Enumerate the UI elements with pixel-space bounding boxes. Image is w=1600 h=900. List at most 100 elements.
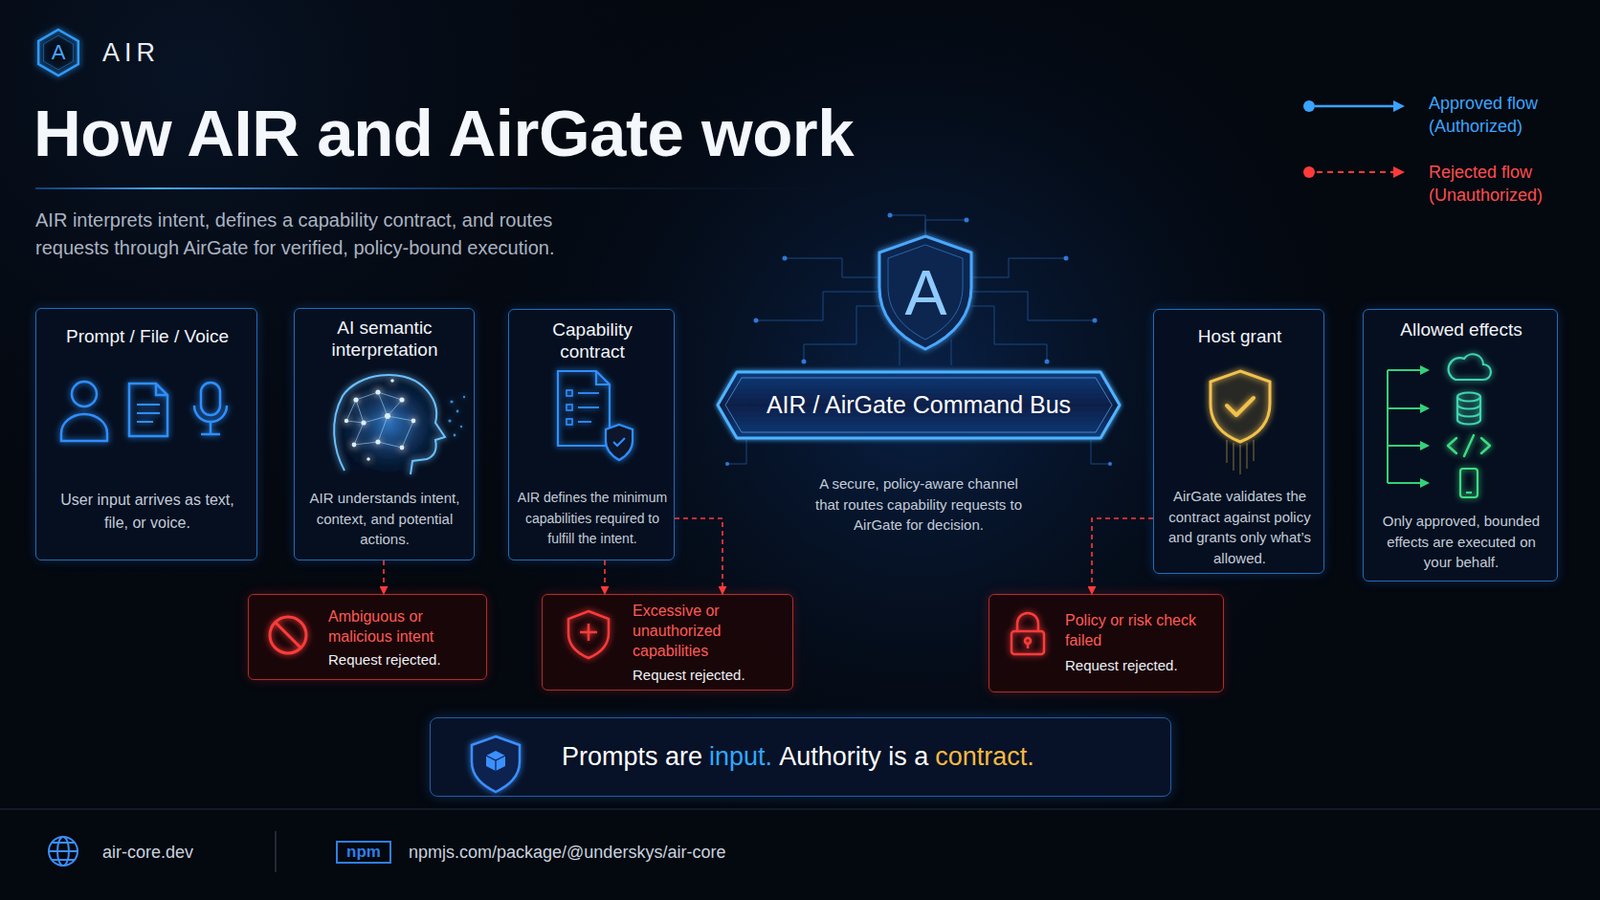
slogan-banner: Prompts areinput.Authority is acontract. (429, 717, 1172, 798)
page-title: How AIR and AirGate work (33, 93, 854, 175)
process-box: Capability contractAIR defines the minim… (508, 309, 675, 561)
rejected-flow-arrow (1091, 518, 1154, 595)
title-underline (35, 187, 849, 190)
reject-heading: Ambiguous or malicious intent (328, 606, 472, 647)
circuit-traces (899, 339, 901, 366)
node-heading: Allowed effects (1363, 318, 1559, 341)
circuit-traces (925, 220, 967, 235)
legend-text: Rejected flow (Unauthorized) (1428, 162, 1543, 205)
legend-approved-sample (1303, 100, 1315, 112)
globe-icon (48, 837, 78, 867)
legend-rejected-sample (1303, 166, 1315, 178)
circuit-traces (1090, 440, 1111, 465)
legend-entry: Approved flow (Authorized) (1428, 91, 1573, 138)
circuit-nodes (1064, 256, 1069, 262)
approved-flow-arrow (474, 403, 509, 407)
bus-description: A secure, policy-aware channel that rout… (810, 473, 1027, 536)
approved-flow-arrow (1324, 403, 1363, 407)
node-body: Only approved, bounded effects are execu… (1375, 511, 1548, 574)
process-box: Allowed effectsOnly approved, bounded ef… (1362, 309, 1558, 582)
process-box: AI semantic interpretationAIR understand… (293, 308, 475, 561)
legend-entry: Rejected flow (Unauthorized) (1428, 160, 1573, 207)
rejected-flow-arrow (603, 560, 606, 595)
node-body: AIR defines the minimum capabilities req… (511, 488, 674, 551)
circuit-traces (803, 306, 880, 362)
slogan-text: Prompts are (561, 742, 703, 773)
page-caption: AIR interprets intent, defines a capabil… (35, 206, 572, 263)
circuit-nodes (782, 256, 788, 262)
shield-letter: A (877, 254, 975, 332)
approved-flow-arrow (674, 403, 718, 407)
node-heading: Prompt / File / Voice (36, 325, 259, 348)
footer-divider (274, 831, 277, 873)
circuit-traces (971, 258, 1067, 278)
slogan-row: Prompts areinput.Authority is acontract. (561, 718, 1035, 797)
circuit-nodes (888, 213, 893, 219)
legend-rejected-sample (1316, 171, 1396, 174)
footer-separator (0, 808, 1600, 811)
circuit-nodes (725, 462, 730, 467)
circuit-traces (727, 440, 747, 465)
rejected-flow-arrow (382, 560, 385, 595)
slogan-highlight: input. (709, 742, 773, 773)
logo-letter: A (39, 38, 78, 67)
reject-status: Request rejected. (1065, 655, 1223, 676)
approved-flow-arrow (1119, 403, 1154, 407)
slogan-highlight: contract. (934, 742, 1035, 773)
approved-flow-arrow (257, 403, 294, 407)
globe-icon (48, 837, 78, 867)
node-heading: Host grant (1154, 325, 1326, 348)
npm-logo-text: npm (336, 842, 391, 864)
circuit-nodes (1108, 462, 1112, 467)
node-body: AIR understands intent, context, and pot… (303, 488, 467, 551)
circuit-nodes (1044, 359, 1050, 365)
circuit-traces (971, 306, 1047, 362)
reject-box: Ambiguous or malicious intentRequest rej… (247, 594, 488, 681)
circuit-nodes (1092, 318, 1098, 324)
bus-outline (717, 372, 1120, 439)
circuit-traces (784, 258, 880, 278)
reject-box: Policy or risk check failedRequest rejec… (988, 594, 1224, 693)
circuit-nodes (801, 359, 807, 365)
node-body: AirGate validates the contract against p… (1160, 486, 1319, 569)
command-bus: AIR / AirGate Command BusA secure, polic… (717, 372, 1120, 439)
globe-icon (48, 850, 78, 853)
globe-icon (57, 837, 69, 867)
node-heading: AI semantic interpretation (308, 316, 462, 361)
circuit-traces (971, 291, 1095, 321)
legend-rejected-sample (1393, 166, 1405, 178)
legend-text: Approved flow (Authorized) (1428, 93, 1538, 136)
npm-badge (336, 842, 391, 864)
process-box: Prompt / File / VoiceUser input arrives … (35, 308, 258, 561)
logo-hexagon (38, 29, 79, 76)
bus-heading: AIR / AirGate Command Bus (717, 372, 1120, 439)
node-body: User input arrives as text, file, or voi… (51, 488, 244, 535)
reject-box: Excessive or unauthorized capabilitiesRe… (541, 594, 794, 691)
legend-approved-sample (1303, 100, 1405, 112)
circuit-traces (755, 291, 880, 321)
legend-approved-sample (1393, 100, 1405, 112)
globe-icon (51, 843, 75, 861)
rejected-flow-arrow (674, 518, 723, 595)
circuit-nodes (964, 218, 970, 223)
reject-status: Request rejected. (632, 665, 777, 686)
legend-approved-sample (1314, 105, 1396, 109)
reject-status: Request rejected. (328, 649, 472, 670)
legend-rejected-sample (1303, 166, 1405, 178)
logo-hexagon (38, 29, 79, 76)
slogan-text: Authority is a (778, 742, 929, 773)
logo-text: AIR (102, 36, 160, 69)
process-box: Host grantAirGate validates the contract… (1153, 309, 1325, 575)
reject-heading: Excessive or unauthorized capabilities (632, 600, 757, 662)
footer-link: air-core.dev (102, 841, 194, 865)
node-heading: Capability contract (530, 318, 655, 363)
circuit-traces (951, 339, 953, 366)
circuit-traces (889, 215, 926, 235)
reject-heading: Policy or risk check failed (1065, 610, 1223, 651)
footer-link: npmjs.com/package/@underskys/air-core (408, 841, 726, 865)
circuit-nodes (754, 318, 759, 324)
